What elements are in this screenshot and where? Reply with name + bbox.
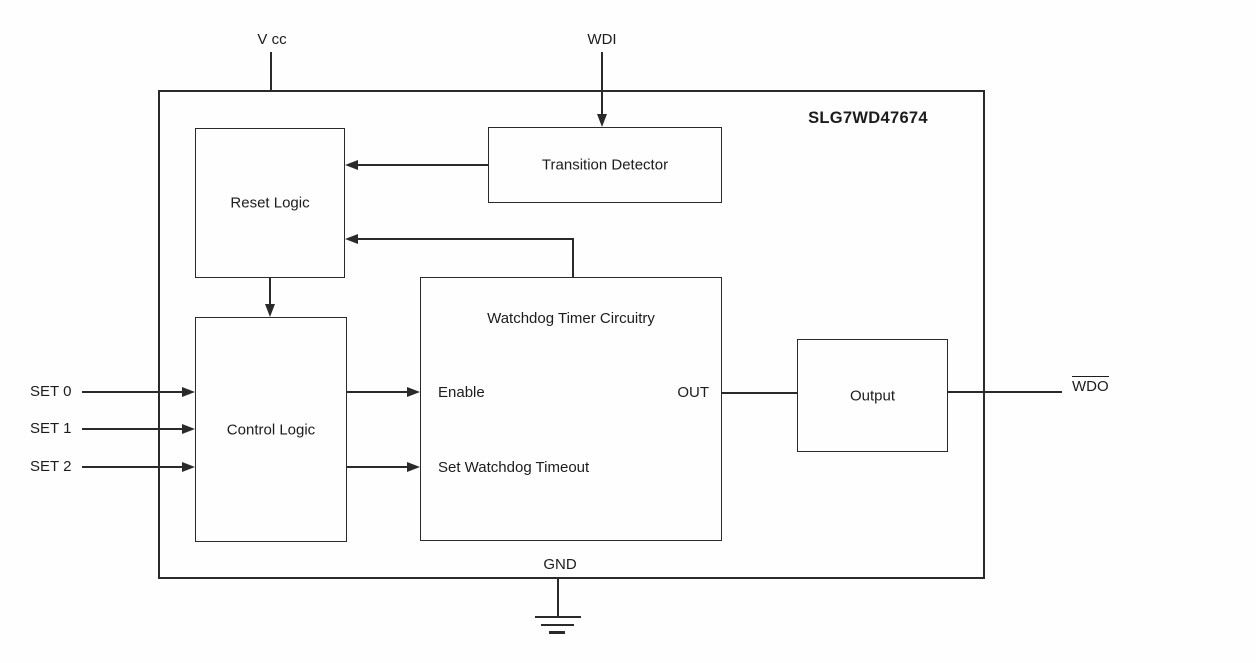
output-block: Output — [797, 339, 948, 452]
set0-arrowhead — [182, 387, 195, 397]
wire-control-to-enable — [347, 391, 408, 393]
control-logic-block: Control Logic — [195, 317, 347, 542]
wdo-pin-text: WDO — [1072, 376, 1109, 395]
chip-name: SLG7WD47674 — [808, 109, 928, 127]
watchdog-timer-block: Watchdog Timer Circuitry Enable OUT Set … — [420, 277, 722, 541]
feedback-arrowhead — [345, 234, 358, 244]
wire-vcc — [270, 52, 272, 90]
output-label: Output — [849, 387, 896, 404]
gnd-pin-label: GND — [543, 556, 577, 573]
wire-feedback-horizontal — [357, 238, 574, 240]
control-logic-label: Control Logic — [226, 421, 316, 438]
wire-transition-to-reset — [357, 164, 488, 166]
set1-arrowhead — [182, 424, 195, 434]
wdi-arrowhead — [597, 114, 607, 127]
reset-logic-block: Reset Logic — [195, 128, 345, 278]
set0-pin-label: SET 0 — [30, 383, 72, 400]
transition-to-reset-arrowhead — [345, 160, 358, 170]
transition-detector-block: Transition Detector — [488, 127, 722, 203]
reset-to-control-arrowhead — [265, 304, 275, 317]
wire-gnd — [557, 579, 559, 617]
wdi-pin-label: WDI — [587, 31, 617, 48]
wire-wdi — [601, 52, 603, 115]
out-port-label: OUT — [677, 384, 709, 401]
ground-symbol-bar3 — [549, 631, 565, 634]
wire-set2 — [82, 466, 183, 468]
chip-boundary — [158, 90, 985, 579]
timeout-arrowhead — [407, 462, 420, 472]
wire-reset-to-control — [269, 278, 271, 305]
reset-logic-label: Reset Logic — [230, 194, 310, 212]
wire-output-to-wdo — [948, 391, 1062, 393]
wdo-pin-label: WDO — [1072, 376, 1109, 396]
ground-symbol-bar2 — [541, 624, 574, 626]
wire-control-to-timeout — [347, 466, 408, 468]
enable-arrowhead — [407, 387, 420, 397]
set2-pin-label: SET 2 — [30, 458, 72, 475]
watchdog-timer-label: Watchdog Timer Circuitry — [487, 310, 655, 327]
wire-set1 — [82, 428, 183, 430]
wire-out-to-output — [722, 392, 797, 394]
transition-detector-label: Transition Detector — [541, 156, 669, 174]
ground-symbol-bar1 — [535, 616, 581, 618]
wire-feedback-vertical — [572, 238, 574, 278]
wire-set0 — [82, 391, 183, 393]
enable-port-label: Enable — [438, 384, 485, 401]
vcc-pin-label: V cc — [257, 31, 287, 48]
set-watchdog-timeout-port-label: Set Watchdog Timeout — [438, 459, 590, 476]
set2-arrowhead — [182, 462, 195, 472]
set1-pin-label: SET 1 — [30, 420, 72, 437]
